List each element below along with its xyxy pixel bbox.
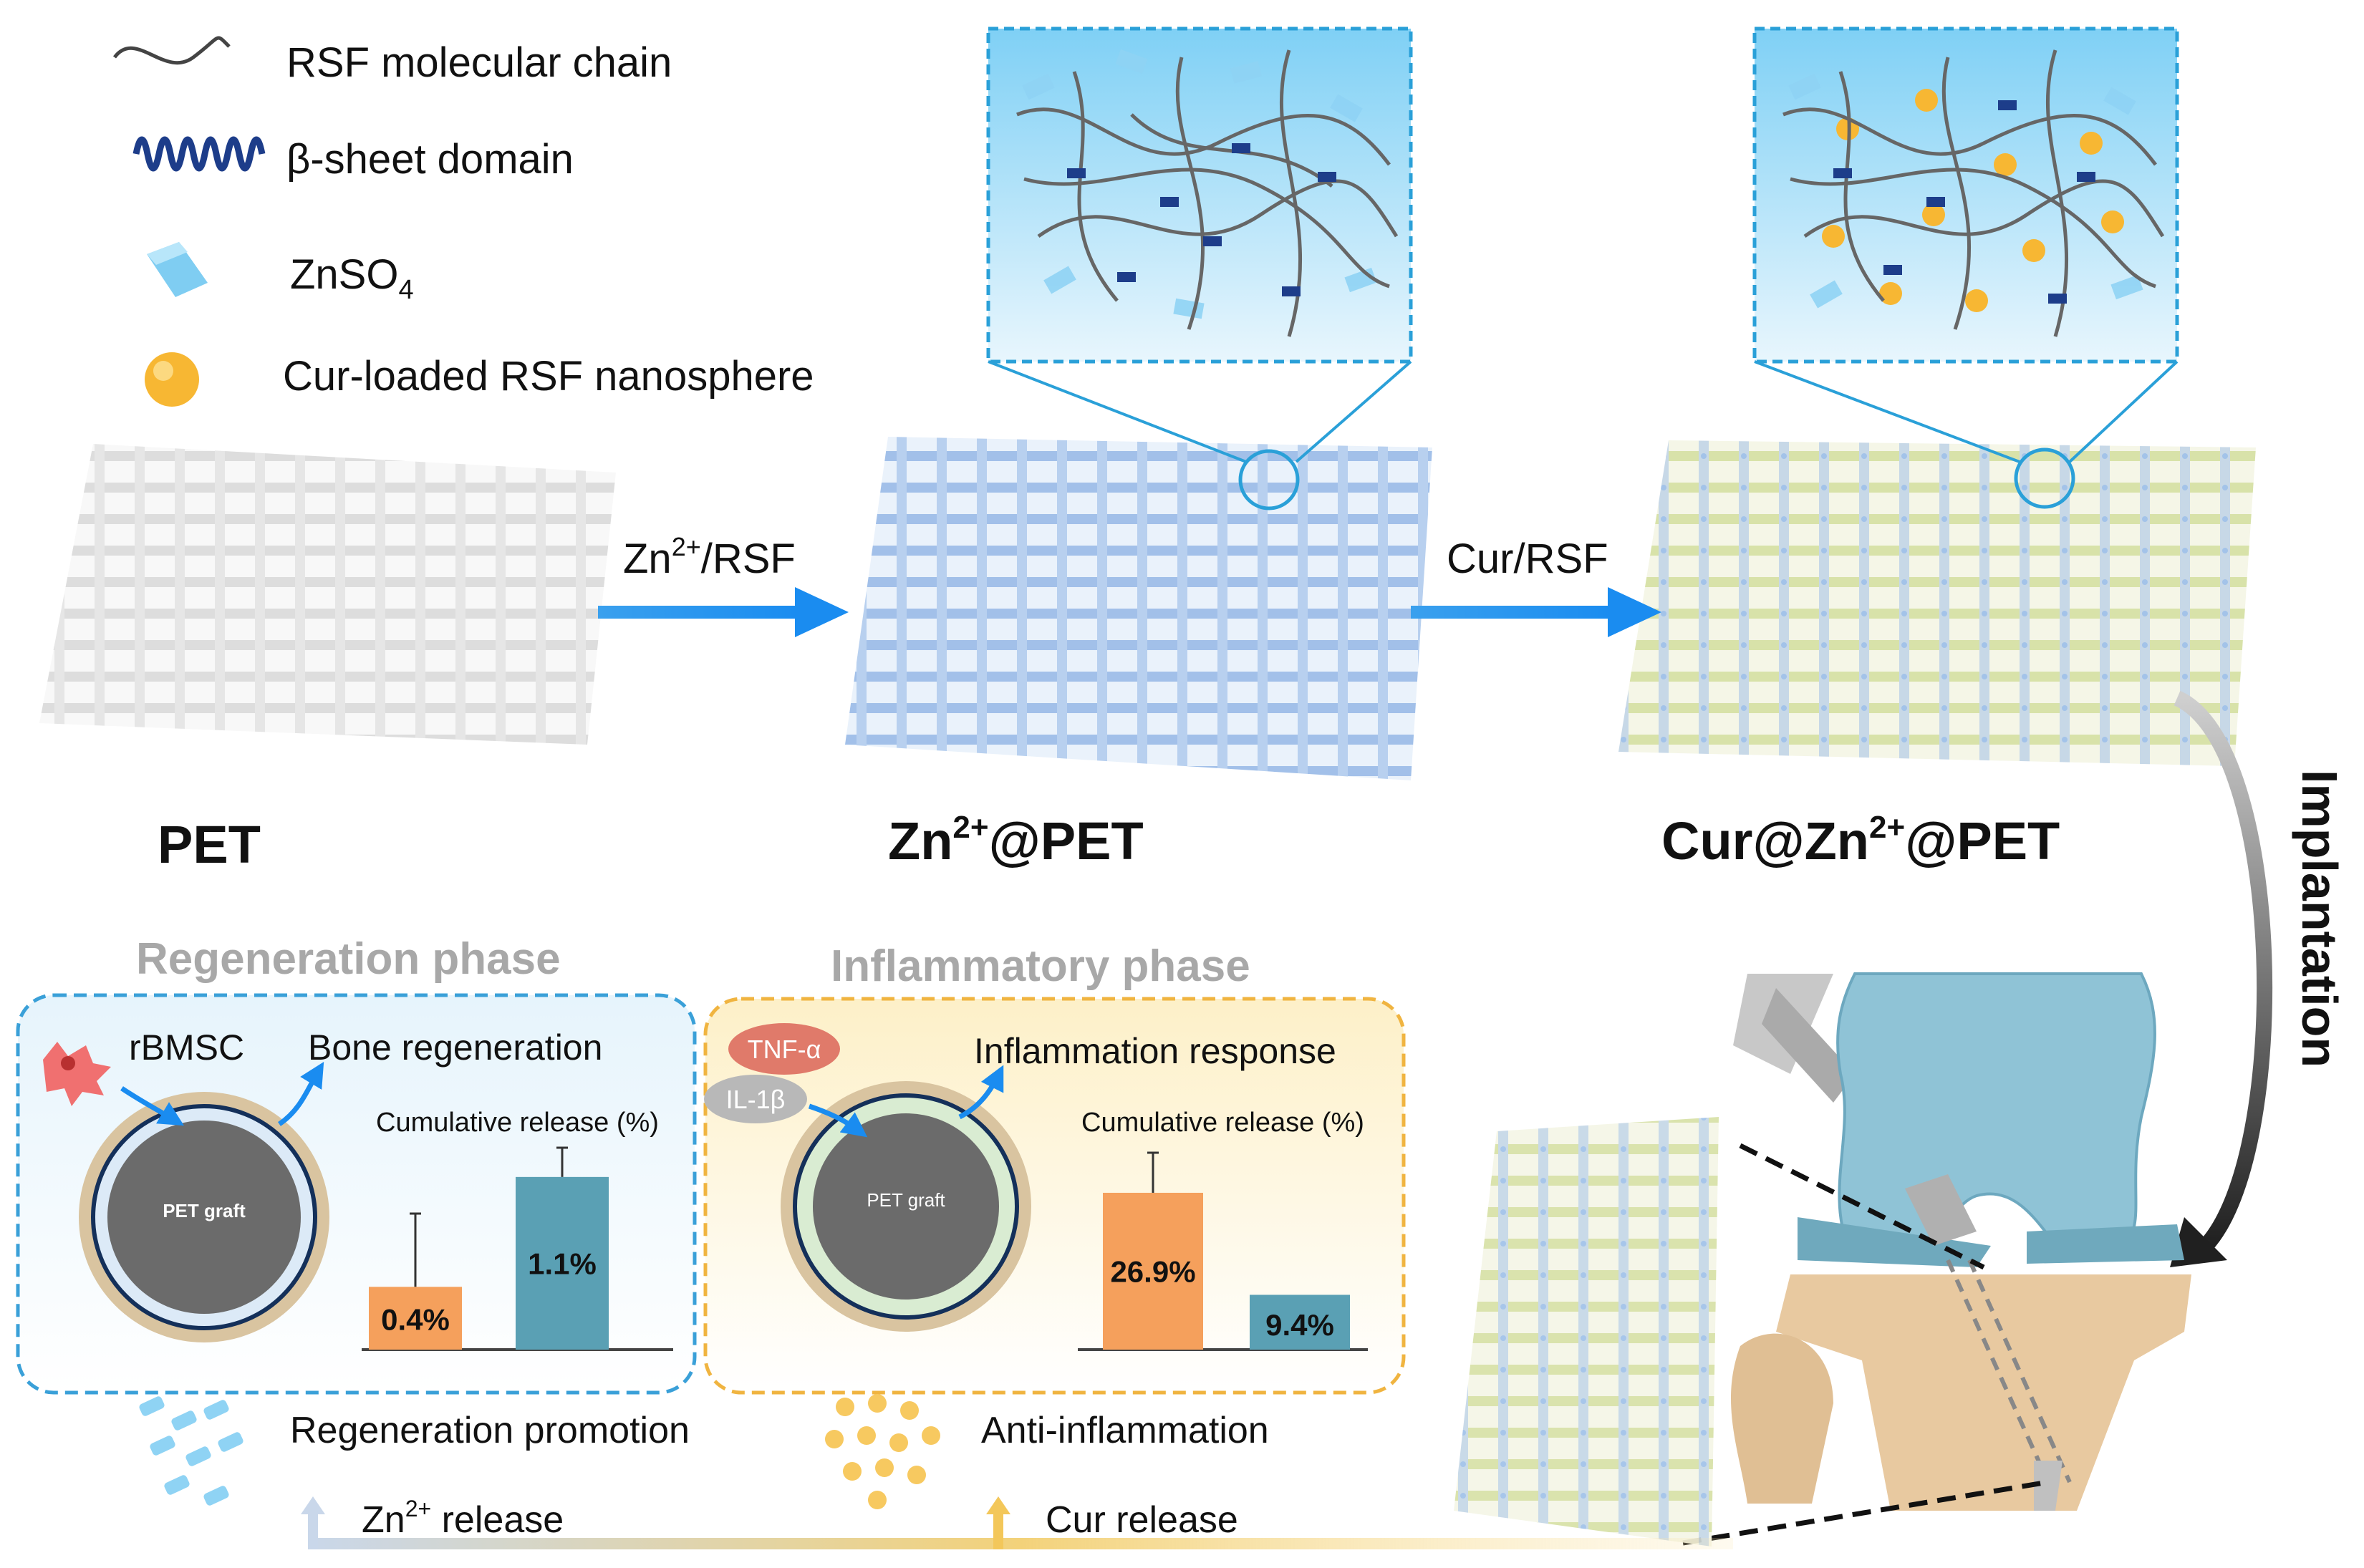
knee-illustration bbox=[1682, 972, 2191, 1546]
cur-zn-pet-label: Cur@Zn2+@PET bbox=[1661, 810, 2060, 871]
cur-zn-pet-mesh bbox=[1618, 440, 2256, 766]
inflam-graft-diagram bbox=[781, 1065, 1031, 1332]
inflam-release-chart: 26.9% 9.4% bbox=[1078, 1151, 1368, 1351]
regen-release-chart: 0.4% 1.1% bbox=[362, 1146, 673, 1351]
step1-label: Zn2+/RSF bbox=[623, 532, 796, 582]
beta-sheet-icon bbox=[132, 136, 266, 172]
step2-arrow bbox=[1411, 587, 1661, 637]
inflammatory-panel: Inflammatory phase TNF-α IL-1β Inflammat… bbox=[703, 942, 1406, 1395]
pet-label: PET bbox=[158, 815, 261, 874]
implanted-mesh bbox=[1454, 1117, 1719, 1547]
cur-zn-pet-inset bbox=[1752, 26, 2179, 509]
zn-pet-inset bbox=[986, 26, 1413, 510]
implantation-label: Implantation bbox=[2292, 770, 2348, 1068]
cur-particles-icon bbox=[825, 1394, 940, 1509]
anti-inflammation-label: Anti-inflammation bbox=[981, 1410, 1269, 1451]
rsf-chain-icon bbox=[113, 36, 231, 65]
pet-mesh bbox=[39, 444, 616, 745]
zn-pet-label: Zn2+@PET bbox=[888, 810, 1144, 871]
il-1beta-label: IL-1β bbox=[726, 1085, 786, 1114]
legend-beta-label: β-sheet domain bbox=[286, 136, 574, 183]
implantation-arrow bbox=[2170, 690, 2273, 1267]
chart-value-label: 26.9% bbox=[1110, 1254, 1195, 1288]
tnf-alpha-label: TNF-α bbox=[748, 1035, 821, 1064]
regen-chart-title: Cumulative release (%) bbox=[376, 1108, 659, 1138]
zn-release-label: Zn2+ release bbox=[362, 1496, 564, 1541]
nanosphere-icon bbox=[145, 352, 199, 407]
regen-graft-label: PET graft bbox=[163, 1200, 246, 1221]
chart-bar bbox=[516, 1176, 609, 1350]
cur-release-label: Cur release bbox=[1046, 1499, 1238, 1541]
step1-arrow bbox=[598, 587, 849, 637]
chart-value-label: 1.1% bbox=[528, 1247, 597, 1280]
legend-znso4-label: ZnSO4 bbox=[290, 251, 414, 305]
rbmsc-label: rBMSC bbox=[129, 1027, 244, 1068]
rbmsc-cell-icon bbox=[43, 1042, 111, 1106]
zn-particles-icon bbox=[139, 1396, 243, 1506]
chart-bar bbox=[1250, 1294, 1350, 1350]
inflam-graft-label: PET graft bbox=[867, 1189, 945, 1211]
legend: RSF molecular chain β-sheet domain ZnSO4… bbox=[113, 36, 814, 407]
zn-pet-mesh bbox=[845, 437, 1432, 780]
bone-regeneration-label: Bone regeneration bbox=[308, 1027, 602, 1068]
step2-label: Cur/RSF bbox=[1447, 536, 1608, 582]
tnf-alpha-icon bbox=[728, 1023, 840, 1075]
chart-bar bbox=[1103, 1192, 1203, 1350]
chart-bar bbox=[369, 1287, 462, 1350]
inflam-chart-title: Cumulative release (%) bbox=[1081, 1108, 1364, 1138]
il-1beta-icon bbox=[704, 1075, 807, 1123]
regen-graft-diagram bbox=[79, 1061, 329, 1342]
znso4-crystal-icon bbox=[147, 242, 208, 297]
inflammation-response-label: Inflammation response bbox=[974, 1031, 1336, 1071]
regeneration-promotion-label: Regeneration promotion bbox=[290, 1410, 690, 1451]
legend-nanosphere-label: Cur-loaded RSF nanosphere bbox=[283, 353, 814, 400]
legend-rsf-label: RSF molecular chain bbox=[286, 39, 672, 86]
chart-value-label: 0.4% bbox=[381, 1302, 450, 1336]
chart-value-label: 9.4% bbox=[1265, 1308, 1334, 1342]
inflammatory-title: Inflammatory phase bbox=[831, 942, 1250, 991]
release-flow-arrow bbox=[301, 1496, 1733, 1549]
regeneration-title: Regeneration phase bbox=[136, 934, 561, 984]
regeneration-panel: Regeneration phase rBMSC Bone regenerati… bbox=[16, 934, 697, 1395]
